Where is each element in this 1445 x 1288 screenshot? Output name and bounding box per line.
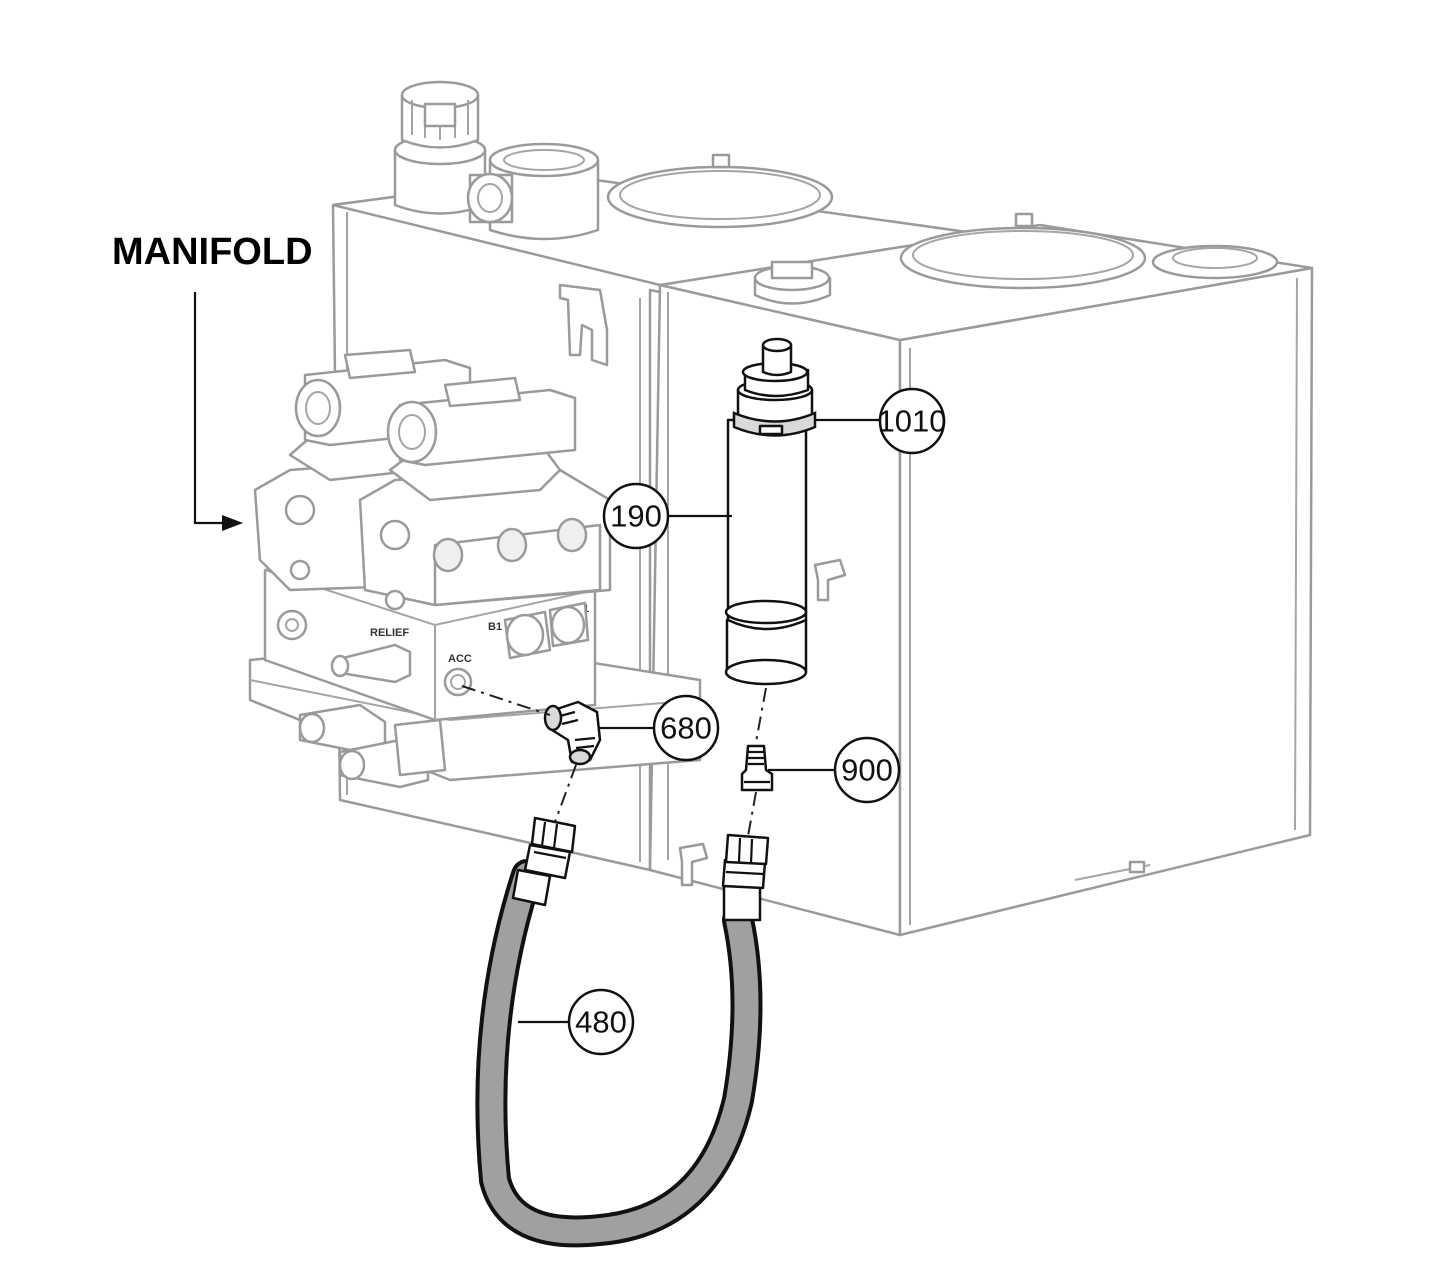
solenoid-front <box>398 388 577 467</box>
acc-port-label: ACC <box>448 653 472 665</box>
suction-port <box>466 142 600 241</box>
tank-elbow-upper <box>813 558 847 602</box>
manifold-label: MANIFOLD <box>112 231 313 273</box>
callout-480: 480 <box>518 988 635 1056</box>
return-filter <box>393 80 487 215</box>
callout-900-text: 900 <box>841 753 893 788</box>
manifold-assembly: ACC RELIEF B1 A1 <box>248 348 702 789</box>
assembly-lines <box>461 685 767 837</box>
hose-nut-right <box>724 833 770 866</box>
callout-900: 900 <box>768 736 901 804</box>
callout-480-text: 480 <box>575 1005 627 1040</box>
connector-fitting-900 <box>740 744 774 792</box>
tank-cover-right <box>899 226 1147 290</box>
tank-filler-cap <box>1151 244 1279 280</box>
relief-port-label: RELIEF <box>370 627 409 639</box>
accumulator-body <box>726 418 808 631</box>
callout-1010-text: 1010 <box>878 404 947 439</box>
accumulator-190 <box>724 337 814 686</box>
tank-side-face <box>898 266 1314 937</box>
callout-190: 190 <box>602 482 732 550</box>
tank-elbow-lower <box>678 842 709 887</box>
hose-480 <box>475 816 770 1248</box>
tank-handle <box>558 283 609 367</box>
hose-body <box>479 863 759 1244</box>
clamp-band <box>732 411 817 437</box>
manifold-arrow-icon <box>222 515 243 531</box>
callout-680-text: 680 <box>660 711 712 746</box>
callout-190-text: 190 <box>610 499 662 534</box>
callout-1010: 1010 <box>815 387 947 455</box>
elbow-fitting-680 <box>543 700 602 766</box>
acc-port <box>443 667 473 697</box>
manifold-label-group: MANIFOLD <box>112 231 313 531</box>
callout-680: 680 <box>598 694 720 762</box>
band-clamp-1010 <box>732 411 817 437</box>
b1-port-label: B1 <box>488 621 502 633</box>
